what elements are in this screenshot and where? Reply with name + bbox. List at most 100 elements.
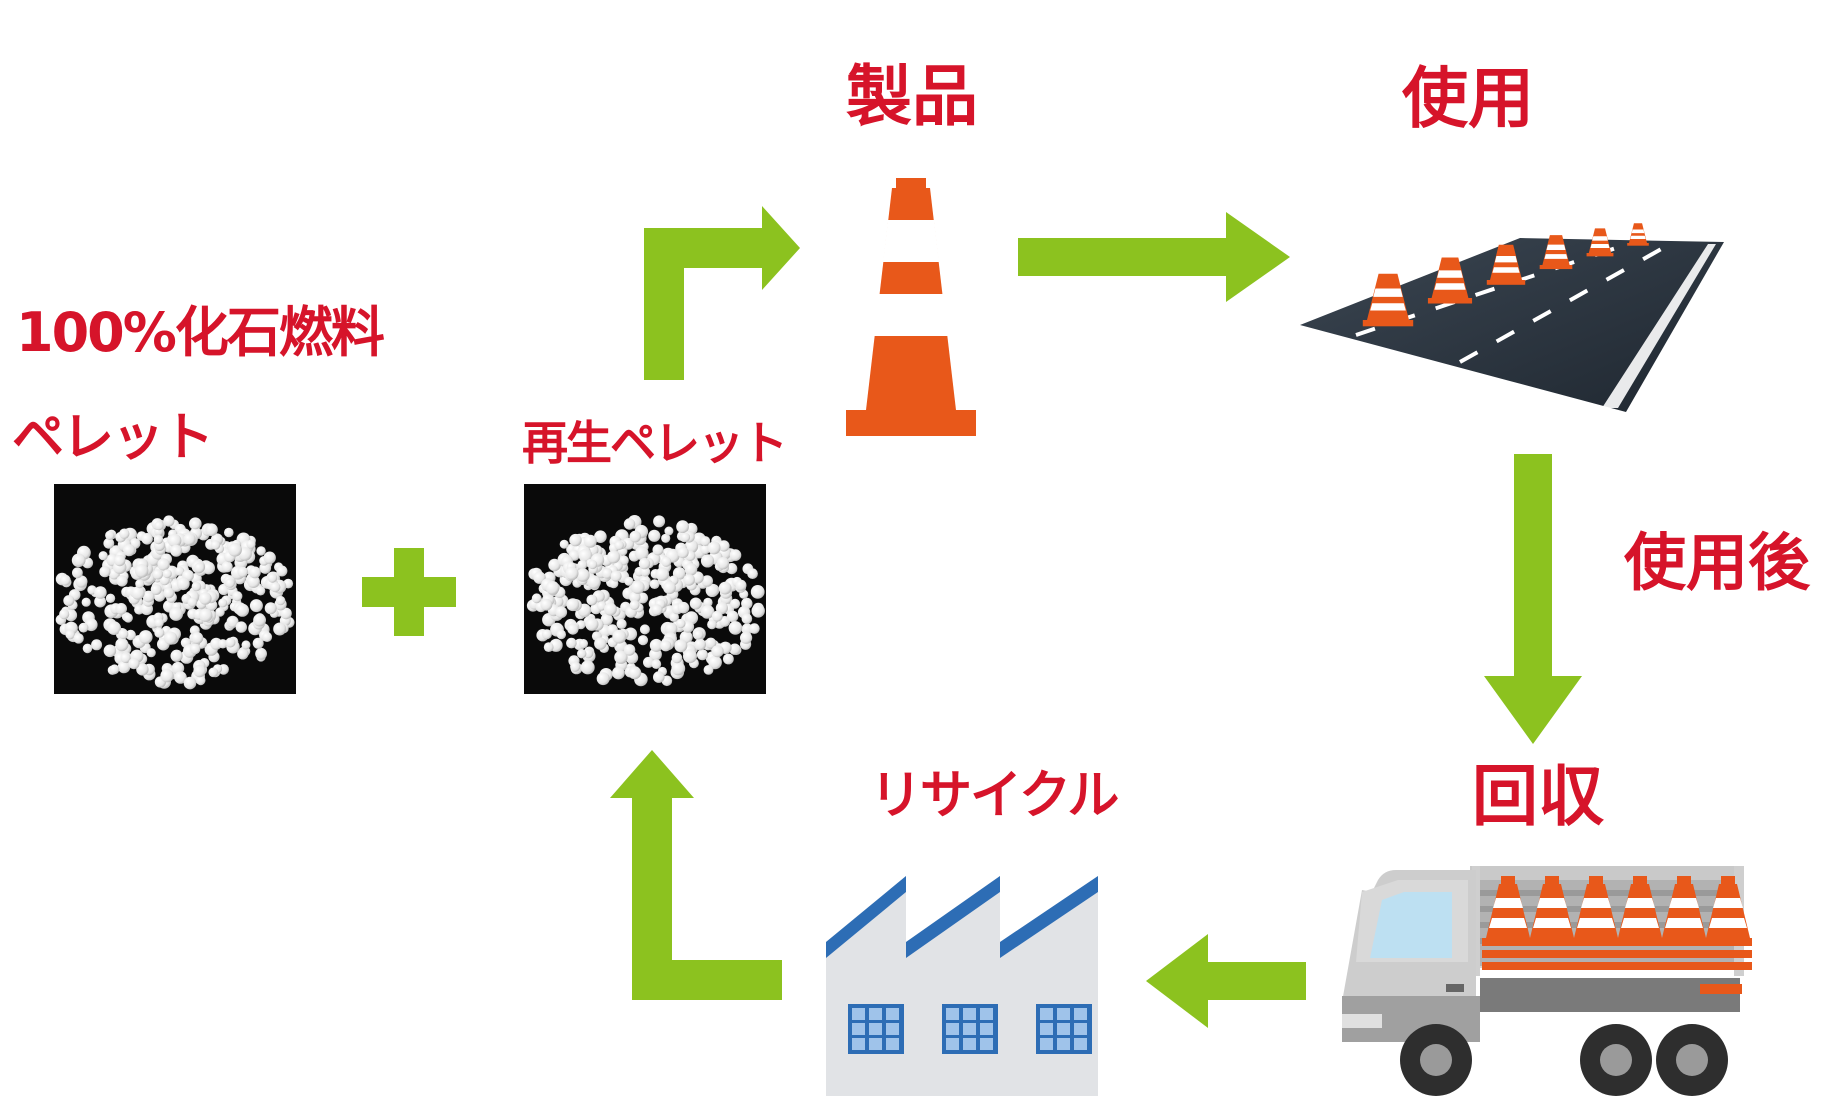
pellet-bead bbox=[703, 665, 714, 675]
pellet-bead bbox=[128, 658, 140, 670]
truck-with-cones-icon bbox=[1342, 866, 1752, 1096]
label-after-use: 使用後 bbox=[1624, 526, 1811, 599]
pellet-bead bbox=[664, 526, 674, 536]
label-recycle: リサイクル bbox=[870, 766, 1119, 826]
pellet-bead bbox=[210, 540, 221, 550]
pellet-bead bbox=[168, 534, 182, 548]
pellet-bead bbox=[142, 590, 155, 603]
pellet-bead bbox=[601, 568, 613, 579]
arrow-right-to-use bbox=[1018, 212, 1290, 302]
pellet-bead bbox=[202, 561, 215, 575]
pellet-bead bbox=[612, 629, 627, 644]
pellet-bead bbox=[241, 640, 251, 650]
pellet-bead bbox=[228, 542, 242, 557]
pellet-bead bbox=[747, 568, 758, 579]
road-with-cones-icon bbox=[1300, 223, 1724, 412]
pellet-bead bbox=[183, 533, 196, 546]
pellet-bead bbox=[559, 539, 569, 549]
pellet-bead bbox=[195, 675, 206, 686]
pellet-bead bbox=[624, 576, 634, 586]
pellet-bead bbox=[634, 546, 649, 561]
pellet-bead bbox=[208, 667, 219, 678]
pellet-bead bbox=[750, 585, 765, 599]
pellet-bead bbox=[610, 570, 622, 582]
pellet-bead bbox=[232, 591, 243, 602]
pellet-bead bbox=[252, 637, 264, 649]
pellet-bead bbox=[72, 567, 83, 579]
pellet-bead bbox=[684, 563, 698, 576]
pellet-bead bbox=[125, 629, 136, 641]
pellet-bead bbox=[246, 539, 256, 549]
pellet-bead bbox=[98, 551, 108, 561]
pellet-bead bbox=[587, 575, 601, 589]
pellet-bead bbox=[629, 591, 641, 603]
pellet-bead bbox=[749, 623, 760, 634]
pellet-bead bbox=[218, 639, 228, 649]
pellet-bead bbox=[693, 629, 704, 640]
pellet-bead bbox=[651, 659, 662, 669]
pellet-bead bbox=[118, 629, 129, 640]
pellet-bead bbox=[134, 564, 149, 578]
pellet-bead bbox=[199, 608, 213, 622]
pellet-bead bbox=[703, 597, 713, 608]
pellet-bead bbox=[653, 671, 665, 683]
pellet-bead bbox=[629, 600, 640, 611]
pellet-bead bbox=[705, 637, 717, 649]
pellet-bead bbox=[612, 666, 625, 680]
pellet-bead bbox=[701, 575, 713, 587]
pellet-bead bbox=[183, 676, 197, 690]
pellet-bead bbox=[249, 566, 261, 579]
pellet-bead bbox=[191, 581, 202, 592]
pellet-bead bbox=[94, 586, 107, 599]
pellet-bead bbox=[103, 537, 115, 549]
pellet-bead bbox=[135, 579, 145, 589]
pellet-bead bbox=[117, 660, 131, 674]
pellet-bead bbox=[674, 639, 688, 653]
pellet-bead bbox=[614, 540, 624, 550]
pellet-bead bbox=[664, 622, 678, 636]
pellet-bead bbox=[728, 621, 743, 635]
pellet-bead bbox=[226, 615, 239, 628]
plus-icon bbox=[362, 548, 456, 636]
pellet-bead bbox=[708, 655, 722, 670]
pellet-bead bbox=[65, 629, 75, 640]
pellet-bead bbox=[264, 602, 277, 615]
pellet-bead bbox=[225, 637, 236, 648]
fossil-pellet-photo bbox=[54, 484, 296, 694]
pellet-bead bbox=[59, 574, 71, 586]
factory-icon bbox=[826, 876, 1098, 1096]
pellet-bead bbox=[583, 534, 597, 548]
pellet-bead bbox=[218, 598, 228, 608]
pellet-bead bbox=[637, 635, 649, 646]
pellet-bead bbox=[578, 548, 593, 563]
pellet-bead bbox=[569, 533, 582, 547]
pellet-bead bbox=[174, 671, 187, 684]
pellet-bead bbox=[677, 601, 690, 614]
pellet-bead bbox=[628, 666, 642, 680]
pellet-bead bbox=[153, 534, 164, 545]
pellet-bead bbox=[600, 613, 613, 626]
pellet-bead bbox=[150, 584, 162, 595]
pellet-bead bbox=[639, 624, 650, 635]
pellet-bead bbox=[160, 668, 174, 683]
pellet-bead bbox=[116, 575, 128, 587]
pellet-bead bbox=[707, 541, 721, 555]
arrow-left-up-to-recycled bbox=[610, 750, 782, 1000]
pellet-bead bbox=[585, 617, 599, 631]
pellet-bead bbox=[75, 575, 88, 588]
pellet-bead bbox=[81, 597, 91, 607]
pellet-bead bbox=[555, 606, 568, 619]
pellet-bead bbox=[103, 644, 117, 658]
pellet-bead bbox=[729, 549, 742, 561]
pellet-bead bbox=[163, 515, 175, 527]
pellet-bead bbox=[91, 639, 103, 651]
pellet-bead bbox=[705, 583, 719, 598]
pellet-bead bbox=[141, 533, 153, 545]
pellet-bead bbox=[594, 637, 607, 650]
pellet-bead bbox=[649, 579, 660, 589]
pellet-bead bbox=[174, 566, 185, 576]
pellet-bead bbox=[115, 603, 127, 615]
pellet-bead bbox=[152, 569, 164, 580]
